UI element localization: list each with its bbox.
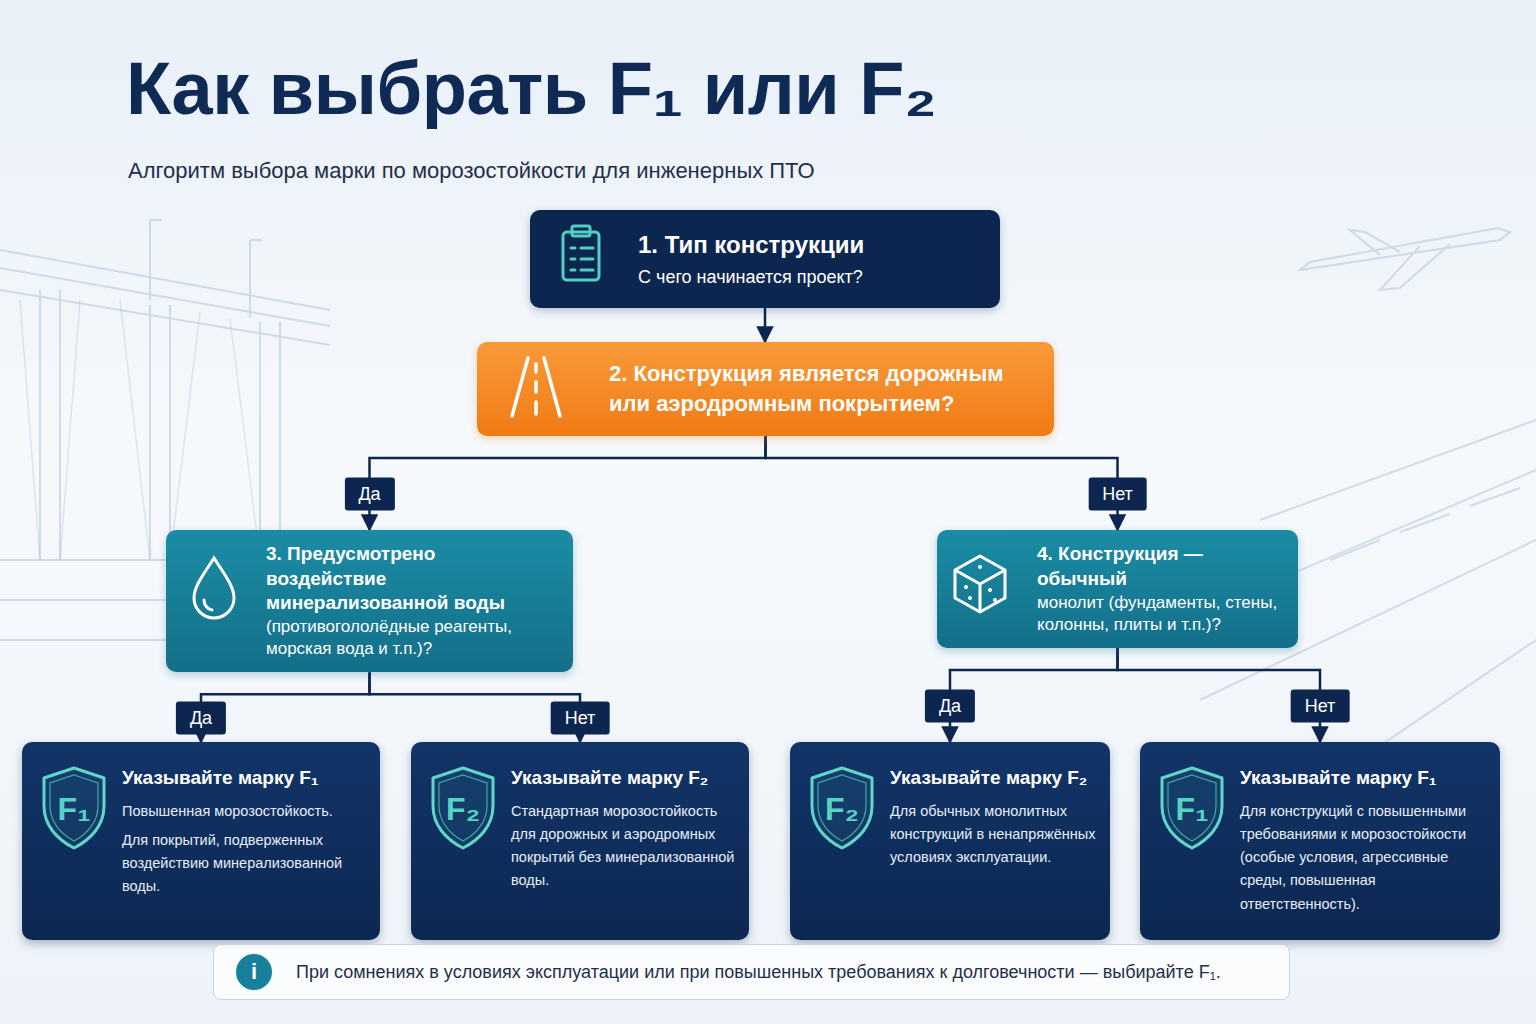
subtitle: Алгоритм выбора марки по морозостойкости… — [128, 158, 815, 184]
branch-label: Нет — [551, 702, 610, 735]
node-text: Повышенная морозостойкость. — [122, 800, 366, 823]
node-text: Указывайте марку F₁ — [122, 766, 366, 790]
node-text: 3. Предусмотрено воздействие минерализов… — [266, 542, 555, 616]
branch-label: Да — [176, 702, 226, 735]
node-text: С чего начинается проект? — [638, 267, 980, 288]
info-circle: i — [236, 954, 272, 990]
note-box: При сомнениях в условиях эксплуатации ил… — [213, 944, 1290, 1000]
node-text: F₂ — [825, 789, 859, 829]
connector-arrow — [370, 672, 581, 742]
node-text: F₂ — [446, 789, 480, 829]
node-text: 4. Конструкция — обычный — [1037, 542, 1280, 591]
connector-arrow — [950, 648, 1118, 742]
result-box: Указывайте марку F₂ Стандартная морозосто… — [411, 742, 749, 940]
connector-arrow — [1118, 648, 1321, 742]
branch-label: Да — [344, 478, 394, 511]
concrete-cube-icon — [955, 556, 1005, 612]
node-text: монолит (фундаменты, стены, колонны, пли… — [1037, 592, 1280, 636]
branch-label: Да — [925, 690, 975, 723]
node-text: Стандартная морозостойкость для дорожных… — [511, 800, 735, 893]
node-text: F₁ — [58, 789, 91, 829]
connector-arrow — [201, 672, 370, 742]
decision-box: 4. Конструкция — обычныймонолит (фундаме… — [937, 530, 1298, 648]
result-box: Указывайте марку F₂ Для обычных монолитны… — [790, 742, 1110, 940]
node-text: Указывайте марку F₂ — [890, 766, 1096, 790]
road-icon — [512, 358, 560, 416]
decision-box: 2. Конструкция является дорожным или аэр… — [477, 342, 1054, 436]
page-title: Как выбрать F₁ или F₂ — [126, 46, 936, 131]
grade-shield: F₂ — [806, 764, 878, 852]
node-text: 2. Конструкция является дорожным или аэр… — [609, 359, 1032, 418]
result-box: Указывайте марку F₁ Повышенная морозостой… — [22, 742, 380, 940]
result-box: Указывайте марку F₁ Для конструкций с пов… — [1140, 742, 1500, 940]
node-text: (противогололёдные реагенты, морская вод… — [266, 616, 555, 660]
decision-box: 3. Предусмотрено воздействие минерализов… — [166, 530, 573, 672]
grade-shield: F₁ — [1156, 764, 1228, 852]
node-text: Для обычных монолитных конструкций в нен… — [890, 800, 1096, 870]
node-text: F₁ — [1176, 789, 1209, 829]
node-text: Для конструкций с повышенными требования… — [1240, 800, 1486, 916]
grade-shield: F₂ — [427, 764, 499, 852]
connector-arrow — [370, 436, 766, 530]
branch-label: Нет — [1291, 690, 1350, 723]
connector-arrow — [764, 308, 767, 342]
connector-arrow — [766, 436, 1118, 530]
node-text: i — [251, 959, 257, 985]
branch-label: Нет — [1088, 478, 1147, 511]
node-text: 1. Тип конструкции — [638, 231, 980, 259]
node-text: Указывайте марку F₂ — [511, 766, 735, 790]
node-text: Указывайте марку F₁ — [1240, 766, 1486, 790]
water-drop-icon — [194, 558, 234, 618]
clipboard-icon — [563, 226, 599, 280]
start-box: 1. Тип конструкции С чего начинается прое… — [530, 210, 1000, 308]
node-text: Для покрытий, подверженных воздействию м… — [122, 829, 366, 899]
grade-shield: F₁ — [38, 764, 110, 852]
node-text: При сомнениях в условиях эксплуатации ил… — [296, 962, 1269, 983]
